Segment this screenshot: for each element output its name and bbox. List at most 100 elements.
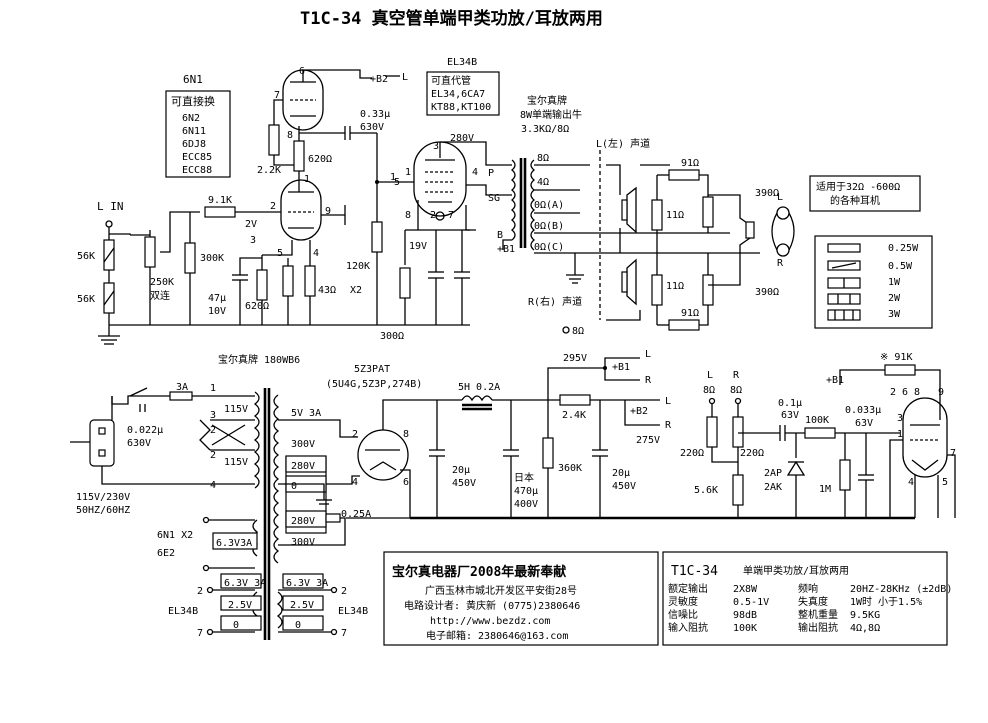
legend-2w: 2W xyxy=(888,293,901,304)
spec-cell: 100K xyxy=(733,623,757,634)
ind-l8: 8Ω xyxy=(703,385,715,396)
el34-pin-2: 2 xyxy=(430,210,436,221)
spec-cell: 98dB xyxy=(733,610,757,621)
ind-pin-6: 6 xyxy=(902,387,908,398)
r390-bottom-label: 390Ω xyxy=(755,287,779,298)
tube-el34-subs-box xyxy=(426,71,500,116)
sec-280v-a-dup: 280V xyxy=(291,461,315,472)
ptf-cap-v-label: 630V xyxy=(127,438,151,449)
x2-label: X2 xyxy=(350,285,362,296)
legend-3w: 3W xyxy=(888,309,901,320)
tube-el34-label: EL34B xyxy=(447,57,477,68)
psu-b2-r: R xyxy=(665,420,672,431)
sub-ecc85: ECC85 xyxy=(182,152,212,163)
ind-diode-2ak: 2AK xyxy=(764,482,782,493)
maker-email[interactable]: 电子邮箱: 2380646@163.com xyxy=(426,629,568,642)
choke-icon xyxy=(461,395,493,411)
fuse-label: 3A xyxy=(176,382,188,393)
sec-300v-a: 300V xyxy=(291,439,315,450)
spec-cell: 0.5-1V xyxy=(733,597,769,608)
h-pin-2-r: 2 xyxy=(341,586,347,597)
spec-model: T1C-34 xyxy=(671,564,718,579)
c-10v-label: 10V xyxy=(208,306,226,317)
maker-designer: 电路设计者: 黄庆新 (0775)2380646 xyxy=(404,599,580,612)
maker-url[interactable]: http://www.bezdz.com xyxy=(430,616,550,627)
otf-b-label: B xyxy=(497,230,503,241)
ptf-pin-3: 3 xyxy=(210,410,216,421)
tube-6n1-subs-title: 可直接换 xyxy=(171,94,215,108)
ind-pin-9: 9 xyxy=(938,387,944,398)
maker-banner: 宝尔真电器厂2008年最新奉献 xyxy=(392,564,566,580)
mains-plug-icon[interactable] xyxy=(70,419,115,467)
otf-b1-label: +B1 xyxy=(497,244,515,255)
h-pin-2-l: 2 xyxy=(197,586,203,597)
otf-imp: 3.3KΩ/8Ω xyxy=(521,124,569,135)
tube-6n1-label: 6N1 xyxy=(183,73,203,86)
r-56k-b-label: 56K xyxy=(77,294,95,305)
ind-c63b: 63V xyxy=(855,418,873,429)
ind-r220a: 220Ω xyxy=(680,448,704,459)
b2-l-label: L xyxy=(402,72,408,83)
r-43-label: 43Ω xyxy=(318,285,336,296)
r360-label: 360K xyxy=(558,463,582,474)
rect-pin-2: 2 xyxy=(352,429,358,440)
c-033-label: 0.33μ xyxy=(360,109,390,120)
headphone-note-box xyxy=(809,175,921,212)
el34-pin-1: 1 xyxy=(405,167,411,178)
v295-label: 295V xyxy=(563,353,587,364)
psu-b1-l: L xyxy=(645,349,651,360)
triode-lower xyxy=(280,179,345,241)
headphone-jack-icon[interactable] xyxy=(771,206,795,257)
r-120k-label: 120K xyxy=(346,261,370,272)
spec-cell: 整机重量 xyxy=(798,608,838,621)
el34-sg-label: SG xyxy=(488,193,500,204)
diode-icon xyxy=(786,460,806,476)
mains-label-2: 50HZ/60HZ xyxy=(76,505,130,516)
rectifier-tube xyxy=(357,429,409,481)
pot-label: 250K xyxy=(150,277,174,288)
otf-brand: 宝尔真牌 xyxy=(527,94,567,107)
el34-pin-1-grid: 1 xyxy=(390,172,396,183)
pin-4: 4 xyxy=(313,248,319,259)
ind-r: R xyxy=(733,370,740,381)
c-47-label: 47μ xyxy=(208,293,226,304)
spec-title: 单端甲类功放/耳放两用 xyxy=(743,564,849,577)
r-300-label: 300Ω xyxy=(380,331,404,342)
ind-pin-3: 3 xyxy=(897,413,903,424)
maker-info-box xyxy=(383,551,659,646)
ind-c63: 63V xyxy=(781,410,799,421)
note-line-2: 的各种耳机 xyxy=(830,194,880,207)
ptf-pin-2b: 2 xyxy=(210,450,216,461)
legend-05w: 0.5W xyxy=(888,261,913,272)
ind-c033: 0.033μ xyxy=(845,405,881,416)
ind-diode-2ap: 2AP xyxy=(764,468,782,479)
pin-9: 9 xyxy=(325,206,331,217)
pin-2: 2 xyxy=(270,201,276,212)
tap-0b: 0Ω(B) xyxy=(534,221,564,232)
jack-r-label: R xyxy=(777,258,784,269)
c470-maker: 日本 xyxy=(514,471,534,484)
r11-bottom-label: 11Ω xyxy=(666,281,684,292)
tap-8: 8Ω xyxy=(537,153,549,164)
ind-r56: 5.6K xyxy=(694,485,718,496)
spec-cell: 失真度 xyxy=(798,595,828,608)
pin-6: 6 xyxy=(299,66,305,77)
psu-b1-label: +B1 xyxy=(612,362,630,373)
v19-label: 19V xyxy=(409,241,427,252)
ind-pin-1: 1 xyxy=(897,429,903,440)
rect-pin-4: 4 xyxy=(352,477,358,488)
ind-pin-2: 2 xyxy=(890,387,896,398)
h-left-25v: 2.5V xyxy=(228,600,252,611)
sub-6n2: 6N2 xyxy=(182,113,200,124)
h-right-0: 0 xyxy=(295,620,301,631)
v115a-label: 115V xyxy=(224,404,248,415)
l-in-jack[interactable] xyxy=(105,220,113,228)
h-left-63v: 6.3V 3A xyxy=(224,578,266,589)
triode-upper xyxy=(282,69,324,131)
psu-b2-label: +B2 xyxy=(630,406,648,417)
el34-pin-5: 5 xyxy=(394,177,400,188)
psu-b1-r: R xyxy=(645,375,652,386)
sec-5v3a: 5V 3A xyxy=(291,408,321,419)
heater-6n1-label: 6N1 X2 xyxy=(157,530,193,541)
ind-r8: 8Ω xyxy=(730,385,742,396)
